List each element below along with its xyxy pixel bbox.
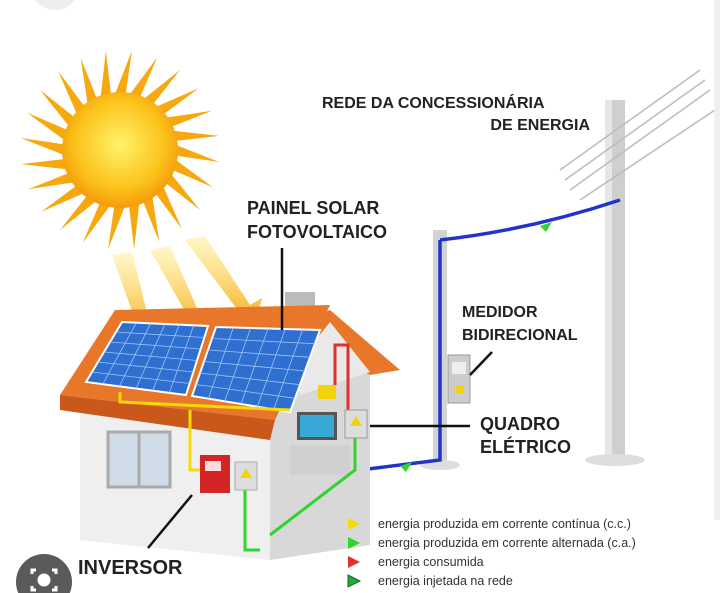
inverter-box bbox=[200, 455, 258, 493]
sun-ray bbox=[40, 89, 76, 128]
sun-ray bbox=[164, 110, 212, 128]
sun-ray bbox=[142, 70, 181, 106]
legend-item: energia produzida em corrente contínua (… bbox=[378, 517, 631, 531]
legend-item: energia injetada na rede bbox=[378, 574, 513, 588]
legend-marker-dc bbox=[348, 518, 360, 530]
sun-ray bbox=[171, 158, 213, 188]
legend: energia produzida em corrente contínua (… bbox=[347, 517, 636, 588]
sun-ray bbox=[21, 158, 69, 170]
sun-ray bbox=[108, 204, 126, 250]
panel-cell-line bbox=[168, 325, 195, 393]
sun-ray bbox=[174, 144, 220, 162]
sun-ray bbox=[128, 57, 158, 99]
right-edge bbox=[714, 0, 720, 520]
top-corner-circle bbox=[35, 0, 75, 10]
flow-arrow bbox=[400, 462, 412, 472]
grid-label-line1: REDE DA CONCESSIONÁRIA bbox=[322, 93, 545, 112]
board-label-line2: ELÉTRICO bbox=[480, 436, 571, 457]
pointer-lines bbox=[147, 248, 493, 549]
sun-ray bbox=[59, 194, 98, 230]
sun-ray bbox=[164, 172, 200, 211]
electrical-panel-box bbox=[344, 409, 368, 439]
meter-label-line2: BIDIRECIONAL bbox=[462, 327, 578, 344]
sun-ray bbox=[28, 172, 76, 190]
sun-ray bbox=[128, 201, 140, 249]
sun-ray bbox=[20, 138, 66, 156]
panel-cell-line bbox=[135, 323, 166, 389]
sun-ray bbox=[58, 71, 86, 116]
panel-cell-line bbox=[152, 324, 180, 391]
sun-ray bbox=[41, 184, 86, 212]
panel-label-line2: FOTOVOLTAICO bbox=[247, 222, 387, 242]
visual-search-button[interactable] bbox=[16, 554, 72, 593]
ac-wiring bbox=[243, 430, 357, 552]
lens-icon bbox=[30, 568, 58, 592]
sun-ray bbox=[171, 130, 219, 142]
flow-arrow bbox=[540, 222, 552, 232]
sun-ray bbox=[154, 88, 199, 116]
sun-ray bbox=[82, 201, 112, 243]
legend-marker-consumed bbox=[348, 556, 360, 568]
grid-label-line2: DE ENERGIA bbox=[490, 117, 590, 134]
meter-label-line1: MEDIDOR bbox=[462, 304, 538, 321]
panel-cell-line bbox=[240, 328, 269, 405]
legend-marker-ac bbox=[348, 537, 360, 549]
sun-ray bbox=[100, 51, 112, 99]
panel-cell-line bbox=[118, 323, 152, 387]
legend-item: energia consumida bbox=[378, 555, 484, 569]
board-label-line1: QUADRO bbox=[480, 414, 560, 434]
sun-icon bbox=[20, 50, 220, 250]
panel-cell-line bbox=[207, 327, 234, 399]
solar-panels bbox=[84, 320, 322, 414]
sun-ray bbox=[27, 112, 69, 142]
panel-cell-line bbox=[256, 328, 286, 407]
panel-cell-line bbox=[224, 327, 252, 402]
panel-cell-line bbox=[102, 322, 137, 385]
bidirectional-meter bbox=[447, 354, 471, 404]
sun-ray bbox=[154, 184, 182, 229]
sun-ray bbox=[80, 58, 98, 106]
legend-item: energia produzida em corrente alternada … bbox=[378, 536, 636, 550]
panel-cell-line bbox=[273, 329, 304, 410]
legend-marker-injected bbox=[347, 574, 362, 588]
grid-connection-line bbox=[359, 198, 621, 472]
panel-label-line1: PAINEL SOLAR bbox=[247, 198, 379, 218]
utility-pole bbox=[559, 69, 716, 466]
consumed-wiring bbox=[333, 343, 350, 415]
inverter-label: INVERSOR bbox=[78, 557, 183, 579]
sun-ray bbox=[142, 194, 160, 242]
sun-ray bbox=[114, 50, 132, 96]
